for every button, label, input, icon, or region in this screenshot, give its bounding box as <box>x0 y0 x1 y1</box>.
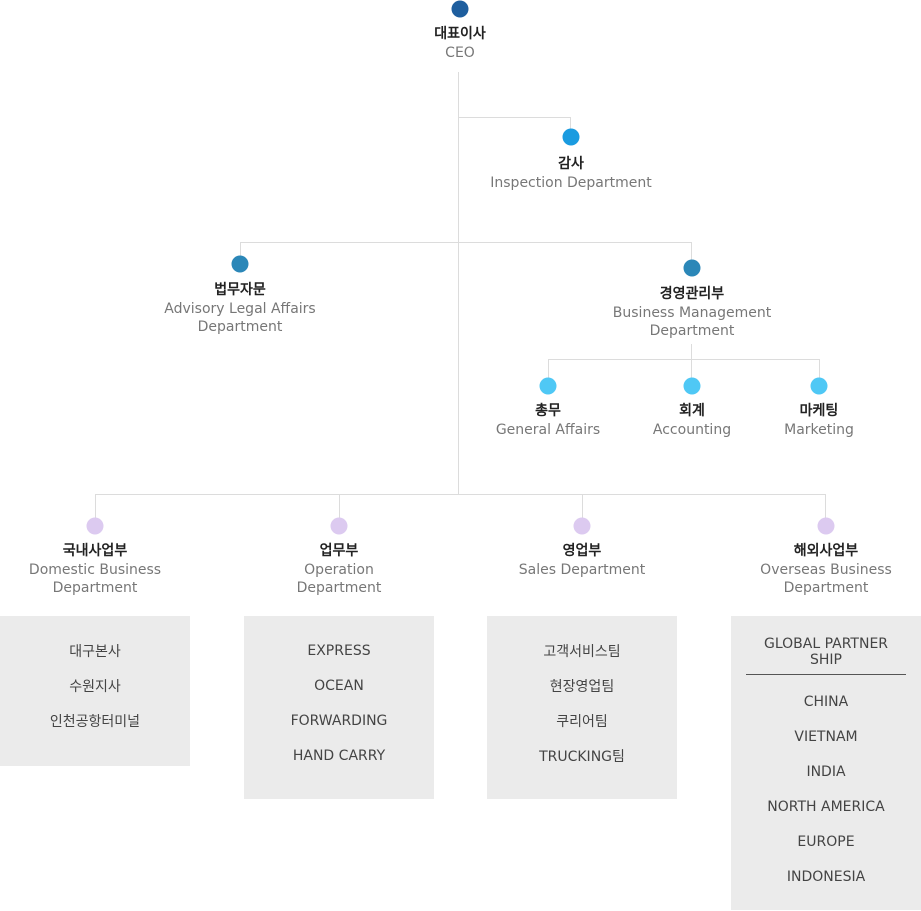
overseas-title-kr: 해외사업부 <box>793 543 859 559</box>
overseas-country-item: EUROPE <box>797 834 855 850</box>
sales-title-en: Sales Department <box>518 562 646 578</box>
connector-dept-h <box>95 494 826 495</box>
inspection-dot <box>562 128 580 146</box>
accounting-node: 회계 Accounting <box>653 401 731 439</box>
connector-domestic-v <box>95 494 96 519</box>
operation-title-en-line1: Operation <box>304 562 374 578</box>
domestic-title-kr: 국내사업부 <box>62 543 128 559</box>
accounting-title-en: Accounting <box>652 422 732 438</box>
domestic-team-item: 인천공항터미널 <box>49 714 141 730</box>
overseas-title-en-line1: Overseas Business <box>760 562 892 578</box>
legal-title-en-line2: Department <box>197 319 283 335</box>
operation-dot <box>330 517 348 535</box>
inspection-title-en: Inspection Department <box>490 175 652 191</box>
overseas-node: 해외사업부 Overseas Business Department <box>760 541 892 597</box>
domestic-title-en-line1: Domestic Business <box>28 562 162 578</box>
sales-team-box: 고객서비스팀 현장영업팀 쿠리어팀 TRUCKING팀 <box>487 616 677 799</box>
overseas-country-item: CHINA <box>803 694 849 710</box>
connector-overseas-v <box>825 494 826 519</box>
connector-inspection-h <box>458 117 571 118</box>
overseas-country-item: VIETNAM <box>794 729 858 745</box>
marketing-dot <box>810 377 828 395</box>
inspection-title-kr: 감사 <box>558 156 584 172</box>
legal-title-kr: 법무자문 <box>214 282 266 298</box>
management-title-en-line2: Department <box>649 323 735 339</box>
overseas-dot <box>817 517 835 535</box>
general-dot <box>539 377 557 395</box>
connector-accounting-v <box>691 359 692 379</box>
connector-ceo-trunk <box>458 72 459 494</box>
domestic-team-box: 대구본사 수원지사 인천공항터미널 <box>0 616 190 766</box>
overseas-country-item: NORTH AMERICA <box>767 799 885 815</box>
legal-title-en-line1: Advisory Legal Affairs <box>164 301 316 317</box>
general-node: 총무 General Affairs <box>496 401 600 439</box>
overseas-team-box: GLOBAL PARTNER SHIP CHINA VIETNAM INDIA … <box>731 616 921 910</box>
management-node: 경영관리부 Business Management Department <box>613 284 771 340</box>
operation-team-item: HAND CARRY <box>292 748 386 764</box>
marketing-title-kr: 마케팅 <box>799 403 839 419</box>
accounting-title-kr: 회계 <box>679 403 705 419</box>
sales-node: 영업부 Sales Department <box>519 541 645 579</box>
sales-team-item: 고객서비스팀 <box>543 644 621 660</box>
operation-team-item: EXPRESS <box>307 643 371 659</box>
domestic-team-item: 대구본사 <box>69 644 121 660</box>
domestic-dot <box>86 517 104 535</box>
sales-team-item: TRUCKING팀 <box>539 749 625 765</box>
connector-sub-h <box>548 359 820 360</box>
operation-team-item: OCEAN <box>314 678 364 694</box>
sales-team-item: 현장영업팀 <box>549 679 615 695</box>
overseas-country-item: INDONESIA <box>786 869 866 885</box>
inspection-node: 감사 Inspection Department <box>490 154 651 192</box>
marketing-title-en: Marketing <box>784 422 854 438</box>
operation-title-kr: 업무부 <box>319 543 359 559</box>
management-title-kr: 경영관리부 <box>659 286 725 302</box>
connector-management-v <box>691 242 692 262</box>
sales-team-item: 쿠리어팀 <box>556 714 608 730</box>
sales-title-kr: 영업부 <box>562 543 602 559</box>
marketing-node: 마케팅 Marketing <box>784 401 854 439</box>
management-dot <box>683 259 701 277</box>
legal-node: 법무자문 Advisory Legal Affairs Department <box>164 280 315 336</box>
connector-inspection-v <box>570 117 571 131</box>
domestic-title-en-line2: Department <box>52 580 138 596</box>
connector-marketing-v <box>819 359 820 379</box>
connector-management-down <box>691 344 692 359</box>
operation-node: 업무부 Operation Department <box>297 541 382 597</box>
ceo-title-kr: 대표이사 <box>434 26 486 42</box>
ceo-node: 대표이사 CEO <box>434 24 486 62</box>
management-title-en-line1: Business Management <box>612 305 772 321</box>
connector-legal-v <box>240 242 241 258</box>
ceo-dot <box>451 0 469 18</box>
accounting-dot <box>683 377 701 395</box>
connector-operation-v <box>339 494 340 519</box>
general-title-kr: 총무 <box>535 403 561 419</box>
sales-dot <box>573 517 591 535</box>
operation-team-item: FORWARDING <box>290 713 388 729</box>
operation-title-en-line2: Department <box>296 580 382 596</box>
operation-team-box: EXPRESS OCEAN FORWARDING HAND CARRY <box>244 616 434 799</box>
connector-sales-v <box>582 494 583 519</box>
connector-level2-h <box>240 242 692 243</box>
domestic-node: 국내사업부 Domestic Business Department <box>29 541 161 597</box>
ceo-title-en: CEO <box>445 45 475 61</box>
global-partnership-heading: GLOBAL PARTNER SHIP <box>746 636 906 675</box>
legal-dot <box>231 255 249 273</box>
connector-general-v <box>548 359 549 379</box>
overseas-country-item: INDIA <box>806 764 846 780</box>
general-title-en: General Affairs <box>495 422 601 438</box>
overseas-title-en-line2: Department <box>783 580 869 596</box>
domestic-team-item: 수원지사 <box>69 679 121 695</box>
